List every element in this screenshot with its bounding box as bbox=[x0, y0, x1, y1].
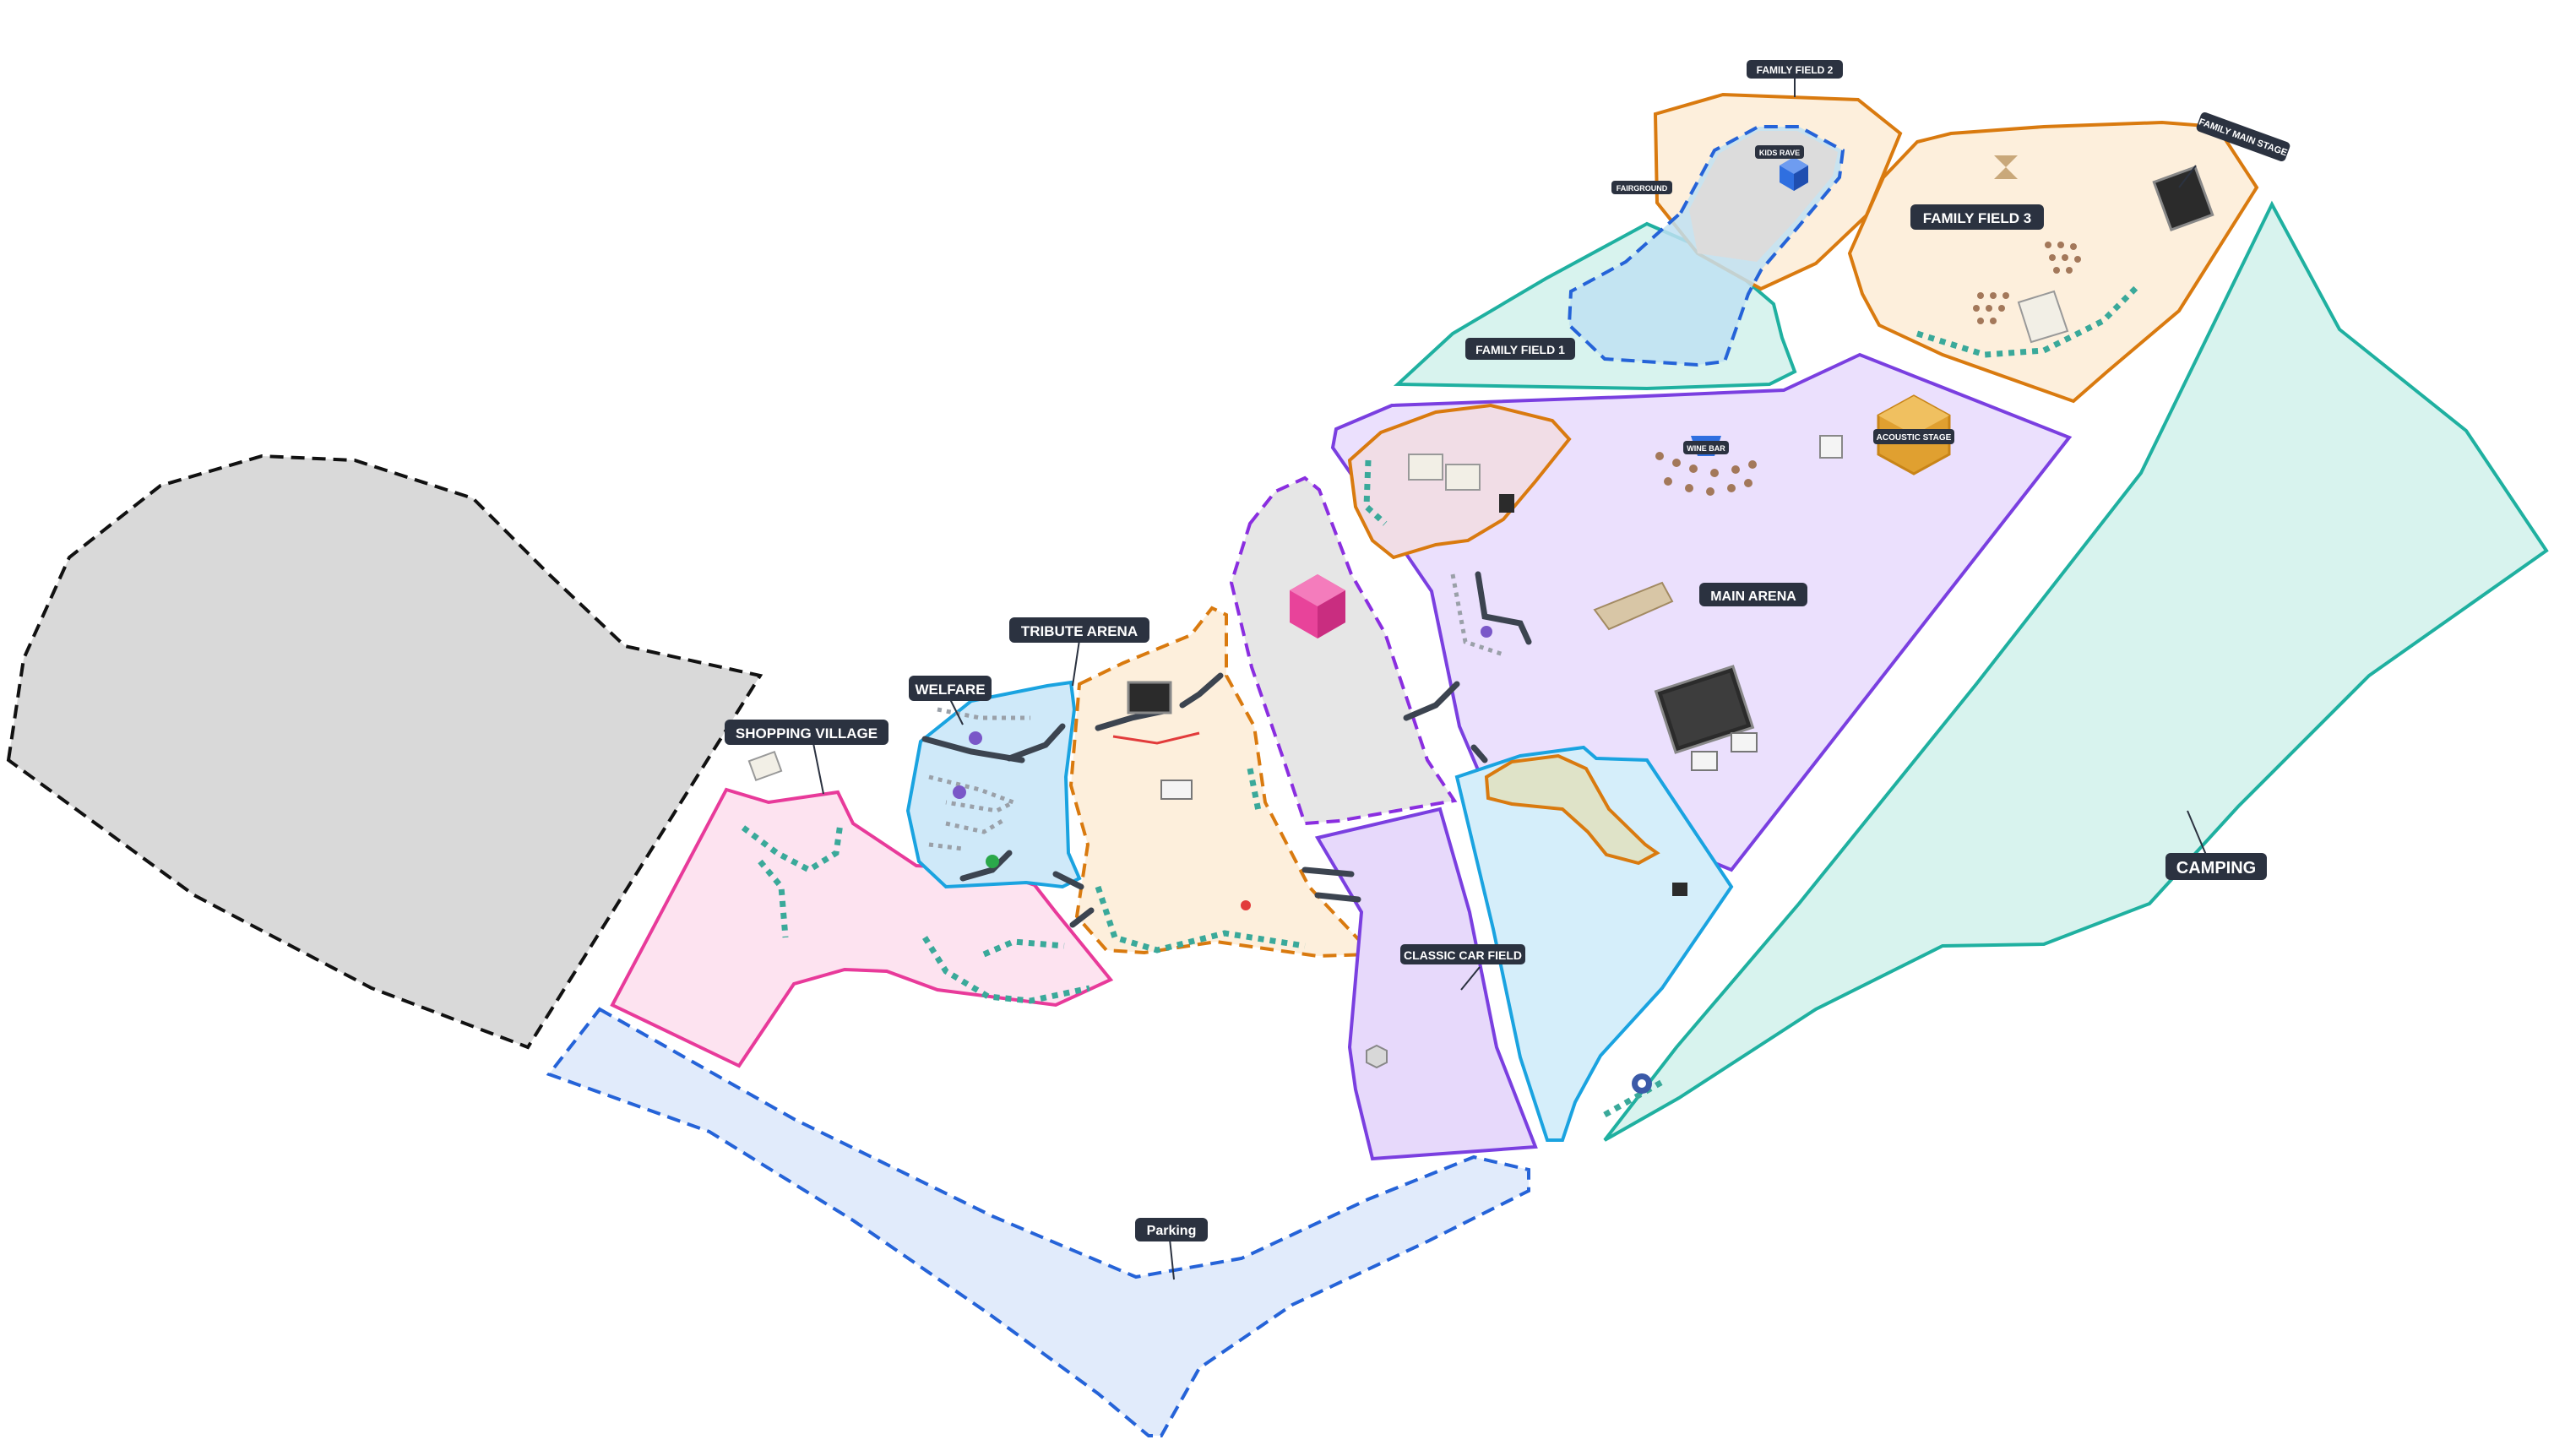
zone-unlabeled-west[interactable] bbox=[6, 454, 763, 1050]
path-link-5 bbox=[1403, 681, 1460, 721]
zone-classic-car-field[interactable] bbox=[1314, 807, 1538, 1161]
path-welfare-3 bbox=[959, 850, 1013, 882]
grey-dot-trails bbox=[928, 573, 1504, 851]
label-family-field-3-text: FAMILY FIELD 3 bbox=[1923, 210, 2031, 226]
zone-central-grey[interactable] bbox=[1229, 475, 1458, 826]
label-kids-rave-text: KIDS RAVE bbox=[1759, 149, 1800, 157]
label-tribute-arena: TRIBUTE ARENA bbox=[1009, 617, 1149, 643]
tribute-stage-icon[interactable] bbox=[1127, 681, 1172, 714]
label-camping: CAMPING bbox=[2165, 853, 2267, 880]
bar-tent-2 bbox=[1445, 464, 1481, 491]
main-arena-white-table bbox=[1819, 435, 1843, 459]
grey-trail-welfare-2 bbox=[945, 817, 1007, 834]
label-parking: Parking bbox=[1135, 1218, 1208, 1241]
main-arena-long-tent bbox=[1593, 581, 1674, 631]
path-bar-1 bbox=[1475, 571, 1532, 645]
grey-trail-welfare-3 bbox=[937, 707, 1030, 720]
zone-parking[interactable] bbox=[546, 1007, 1530, 1437]
trail-tribute-2 bbox=[1247, 768, 1262, 812]
welfare-help-icon[interactable] bbox=[953, 785, 966, 799]
family-main-stage-icon[interactable] bbox=[2152, 165, 2214, 232]
path-welfare-2 bbox=[1006, 723, 1066, 762]
label-classic-car-field: CLASSIC CAR FIELD bbox=[1400, 944, 1525, 964]
trail-bar bbox=[1363, 459, 1388, 526]
pink-cube-icon[interactable] bbox=[1290, 574, 1345, 638]
red-path-tribute bbox=[1112, 731, 1200, 745]
label-main-arena: MAIN ARENA bbox=[1699, 583, 1807, 606]
path-link-1 bbox=[1052, 871, 1084, 890]
grey-trail-welfare-1 bbox=[928, 774, 1019, 813]
ff3-tent bbox=[2017, 290, 2069, 344]
callout-lines bbox=[812, 77, 2207, 1280]
tribute-location-pin-icon[interactable] bbox=[1241, 900, 1251, 910]
ff3-sun-shade-icon bbox=[1994, 155, 2018, 179]
zone-lower-east-blue[interactable] bbox=[1454, 745, 1734, 1142]
label-tribute-arena-text: TRIBUTE ARENA bbox=[1021, 623, 1138, 639]
kids-rave-cube-icon[interactable] bbox=[1780, 157, 1808, 191]
classic-car-icon bbox=[1366, 1044, 1388, 1069]
label-shopping-village: SHOPPING VILLAGE bbox=[725, 720, 888, 745]
welfare-info-icon[interactable] bbox=[969, 731, 982, 745]
trail-shopping-3 bbox=[922, 936, 1090, 1004]
grey-trail-bar-1 bbox=[1450, 573, 1504, 657]
lower-east-small-stage bbox=[1672, 883, 1687, 896]
label-fairground-text: FAIRGROUND bbox=[1617, 184, 1668, 193]
label-family-field-1: FAMILY FIELD 1 bbox=[1465, 338, 1575, 360]
label-welfare-text: WELFARE bbox=[915, 682, 985, 698]
path-link-4 bbox=[1314, 892, 1361, 903]
zone-welfare[interactable] bbox=[905, 680, 1082, 889]
zone-shopping-village[interactable] bbox=[610, 787, 1114, 1068]
label-kids-rave: KIDS RAVE bbox=[1755, 145, 1804, 159]
label-main-arena-text: MAIN ARENA bbox=[1710, 589, 1796, 604]
label-welfare: WELFARE bbox=[909, 676, 992, 701]
label-acoustic-stage-text: ACOUSTIC STAGE bbox=[1877, 433, 1952, 443]
label-family-field-1-text: FAMILY FIELD 1 bbox=[1475, 343, 1565, 356]
label-classic-car-field-text: CLASSIC CAR FIELD bbox=[1404, 948, 1522, 962]
zone-small-orange[interactable] bbox=[1484, 753, 1660, 866]
main-stage-booth-2 bbox=[1731, 732, 1758, 752]
label-acoustic-stage: ACOUSTIC STAGE bbox=[1873, 429, 1954, 444]
label-family-field-2-text: FAMILY FIELD 2 bbox=[1757, 64, 1834, 76]
trail-shopping-1 bbox=[741, 823, 844, 874]
amenity-trails bbox=[741, 285, 2139, 1118]
bar-small-stage bbox=[1499, 494, 1514, 513]
welfare-first-aid-icon[interactable] bbox=[986, 855, 999, 868]
label-family-field-2: FAMILY FIELD 2 bbox=[1747, 60, 1843, 79]
tribute-booth bbox=[1160, 780, 1193, 800]
main-arena-info-icon[interactable] bbox=[1481, 626, 1492, 638]
label-parking-text: Parking bbox=[1147, 1224, 1197, 1238]
camping-accessibility-icon[interactable] bbox=[1632, 1073, 1652, 1094]
label-family-field-3: FAMILY FIELD 3 bbox=[1910, 204, 2044, 230]
label-shopping-village-text: SHOPPING VILLAGE bbox=[736, 725, 878, 742]
main-stage-booth-1 bbox=[1691, 751, 1718, 771]
path-welfare-1 bbox=[921, 736, 1025, 763]
bar-tent-1 bbox=[1408, 454, 1443, 481]
shopping-village-tent bbox=[747, 750, 783, 782]
label-camping-text: CAMPING bbox=[2176, 859, 2256, 877]
trail-tribute-1 bbox=[1095, 885, 1306, 953]
zone-family-field-3[interactable] bbox=[1847, 120, 2259, 404]
label-wine-bar-text: WINE BAR bbox=[1687, 444, 1725, 453]
seating-clusters bbox=[1655, 242, 2081, 496]
zone-camping[interactable] bbox=[1603, 200, 2549, 1142]
path-link-2 bbox=[1069, 907, 1095, 928]
path-link-3 bbox=[1301, 867, 1355, 877]
path-link-6 bbox=[1470, 744, 1488, 763]
grey-trail-welfare-4 bbox=[928, 842, 964, 851]
label-wine-bar: WINE BAR bbox=[1683, 441, 1729, 454]
main-stage-icon[interactable] bbox=[1654, 665, 1755, 754]
label-fairground: FAIRGROUND bbox=[1611, 181, 1672, 194]
path-tribute-2 bbox=[1179, 672, 1224, 709]
